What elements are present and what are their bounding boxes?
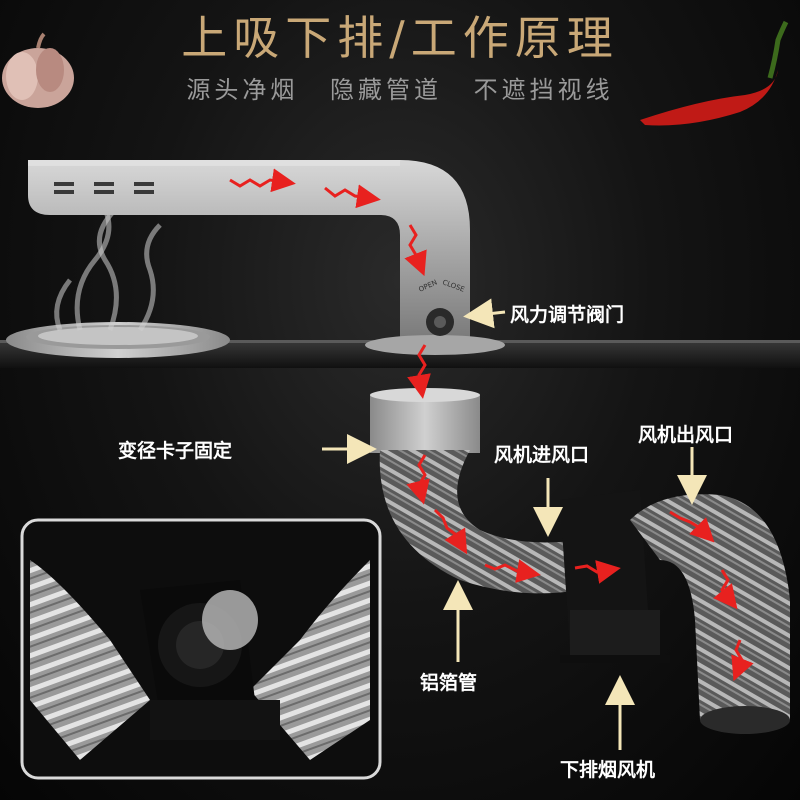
chili-icon — [640, 20, 789, 126]
label-damper-valve: 风力调节阀门 — [510, 304, 625, 326]
label-exhaust-fan: 下排烟风机 — [560, 759, 656, 781]
label-reducer-clamp: 变径卡子固定 — [118, 440, 233, 462]
foil-duct-main — [379, 450, 580, 594]
page-title: 上吸下排/工作原理 — [181, 11, 619, 65]
garlic-icon — [2, 32, 74, 108]
label-fan-outlet: 风机出风口 — [638, 424, 734, 446]
page-subtitle: 源头净烟 隐藏管道 不遮挡视线 — [0, 70, 800, 105]
label-fan-inlet: 风机进风口 — [494, 444, 590, 466]
inset-photo — [20, 518, 382, 780]
pot — [6, 322, 230, 358]
airflow-arrows — [229, 168, 754, 682]
subtitle-item: 隐藏管道 — [330, 76, 442, 104]
pointer-arrows — [322, 298, 707, 750]
label-foil-duct: 铝箔管 — [420, 672, 478, 694]
smoke-icon — [54, 198, 162, 332]
subtitle-item: 不遮挡视线 — [473, 76, 614, 104]
subtitle-item: 源头净烟 — [186, 76, 299, 104]
reducer-collar — [370, 388, 480, 453]
